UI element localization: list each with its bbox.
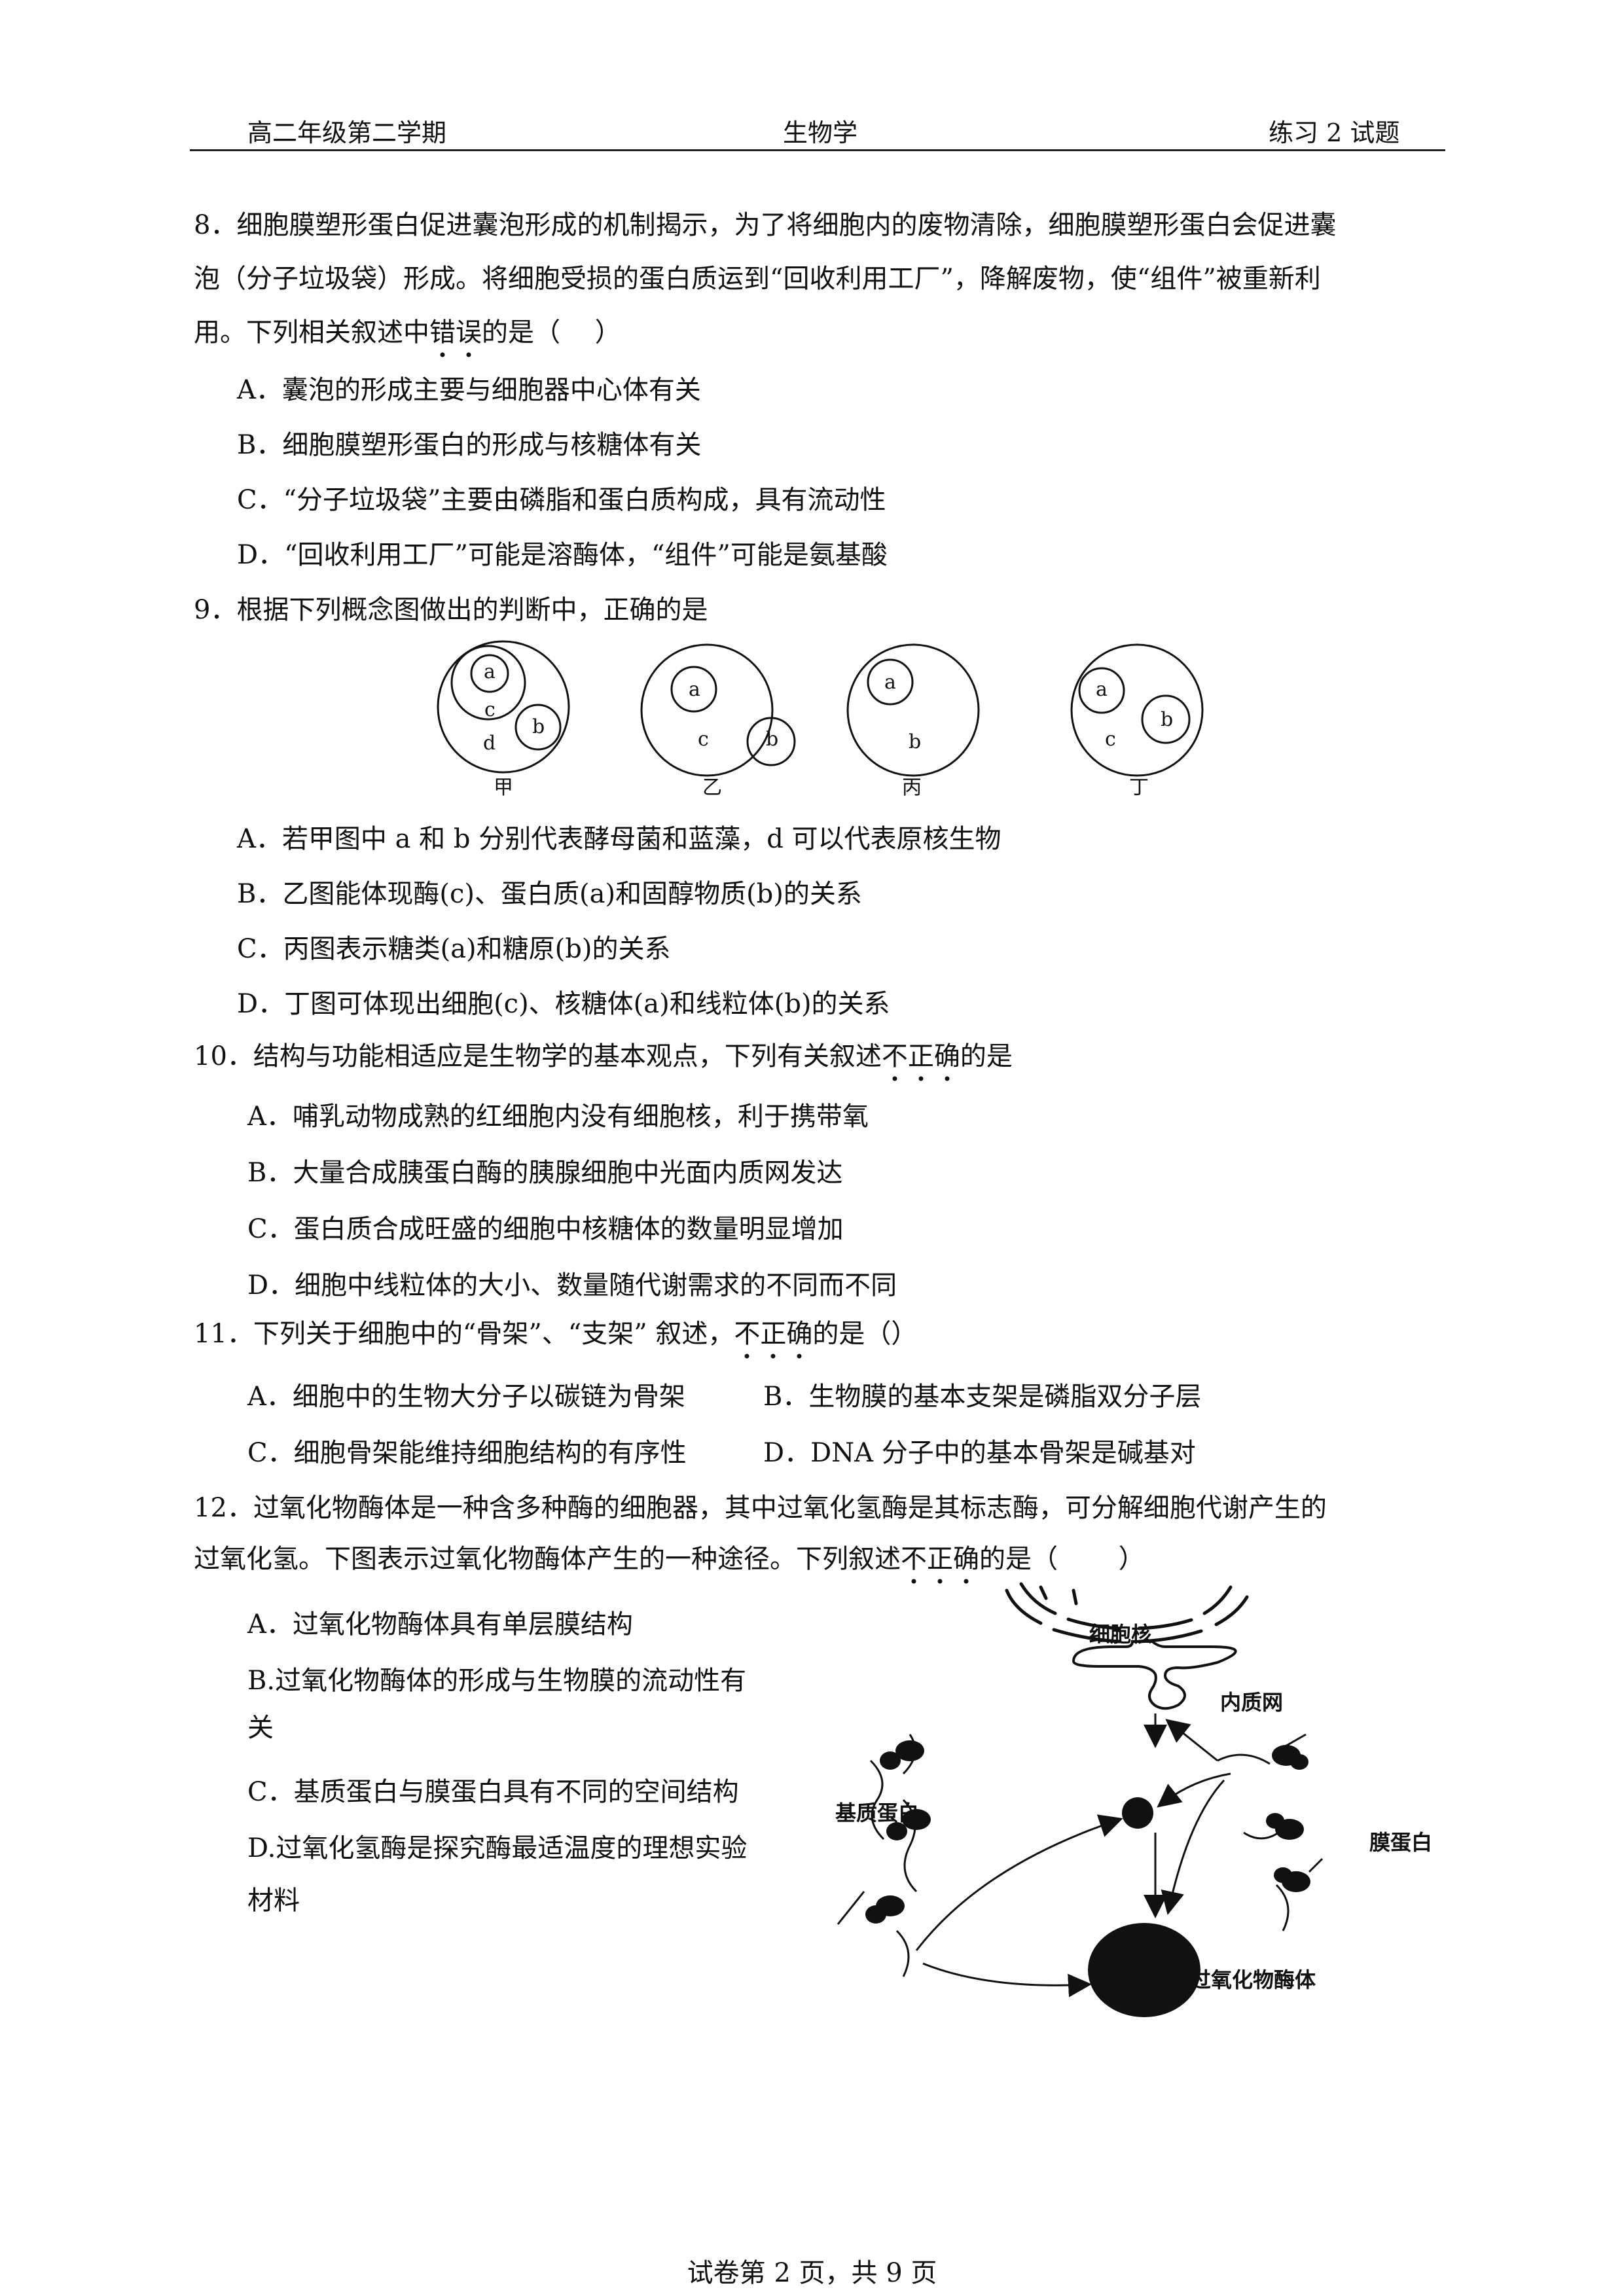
label-peroxisome: 过氧化物酶体 — [1190, 1967, 1316, 1992]
q12-line-1: 12．过氧化物酶体是一种含多种酶的细胞器，其中过氧化氢酶是其标志酶，可分解细胞代… — [194, 1493, 1327, 1523]
peroxisome-diagram — [837, 1582, 1324, 2017]
q8-line-3: 用。下列相关叙述中错误的是（ ） — [194, 315, 621, 357]
emphasis-dots — [440, 352, 471, 357]
fig-yi-label-a: a — [689, 678, 700, 701]
fig-ding-label-a: a — [1096, 678, 1108, 701]
q8-option-b: B．细胞膜塑形蛋白的形成与核糖体有关 — [237, 430, 702, 460]
fig-jia-label-c: c — [484, 698, 496, 721]
peroxisome-body — [1088, 1923, 1200, 2017]
q11-emphasis: 不正确 — [734, 1319, 812, 1359]
q8-option-c: C．“分子垃圾袋”主要由磷脂和蛋白质构成，具有流动性 — [237, 485, 886, 515]
q10-stem: 10．结构与功能相适应是生物学的基本观点，下列有关叙述不正确的是 — [194, 1039, 1013, 1081]
concept-figure-bing — [846, 643, 980, 777]
q11-option-a: A．细胞中的生物大分子以碳链为骨架 — [247, 1382, 685, 1412]
q12-option-a: A．过氧化物酶体具有单层膜结构 — [247, 1609, 633, 1640]
label-matrix-protein: 基质蛋白 — [835, 1801, 920, 1825]
fig-bing-label-a: a — [884, 671, 896, 694]
q8-option-a: A．囊泡的形成主要与细胞器中心体有关 — [237, 375, 701, 405]
q12-option-c: C．基质蛋白与膜蛋白具有不同的空间结构 — [247, 1777, 739, 1807]
fig-bing-label-b: b — [909, 730, 922, 753]
header-right: 练习 2 试题 — [1269, 118, 1400, 147]
q10-option-d: D．细胞中线粒体的大小、数量随代谢需求的不同而不同 — [247, 1270, 897, 1300]
emphasis-dots — [911, 1579, 969, 1584]
q10-option-b: B．大量合成胰蛋白酶的胰腺细胞中光面内质网发达 — [247, 1158, 843, 1188]
q12-option-d: D.过氧化氢酶是探究酶最适温度的理想实验 — [247, 1833, 748, 1863]
q8-emphasis: 错误 — [429, 317, 482, 357]
q9-option-c: C．丙图表示糖类(a)和糖原(b)的关系 — [237, 934, 671, 964]
emphasis-dots — [892, 1076, 950, 1081]
label-membrane-protein: 膜蛋白 — [1369, 1830, 1433, 1855]
label-er: 内质网 — [1220, 1690, 1284, 1715]
q12-option-b: B.过氧化物酶体的形成与生物膜的流动性有 — [247, 1666, 747, 1696]
q8-line-1: 8．细胞膜塑形蛋白促进囊泡形成的机制揭示，为了将细胞内的废物清除，细胞膜塑形蛋白… — [194, 210, 1337, 240]
small-vesicle — [1122, 1797, 1153, 1829]
membrane-protein-chains — [1217, 1733, 1324, 1931]
page-footer: 试卷第 2 页，共 9 页 — [687, 2258, 937, 2288]
fig-jia-label-d: d — [483, 732, 496, 755]
q9-option-d: D．丁图可体现出细胞(c)、核糖体(a)和线粒体(b)的关系 — [237, 989, 890, 1019]
fig-yi-caption: 乙 — [702, 776, 722, 799]
fig-yi-label-b: b — [766, 728, 779, 751]
concept-figure-ding — [1070, 643, 1204, 777]
q9-option-a: A．若甲图中 a 和 b 分别代表酵母菌和蓝藻，d 可以代表原核生物 — [237, 824, 1001, 854]
q12-line-2: 过氧化氢。下图表示过氧化物酶体产生的一种途径。下列叙述不正确的是（ ） — [194, 1542, 1145, 1584]
q8-option-d: D．“回收利用工厂”可能是溶酶体，“组件”可能是氨基酸 — [237, 540, 888, 570]
q11-option-d: D．DNA 分子中的基本骨架是碱基对 — [763, 1438, 1196, 1468]
fig-ding-label-c: c — [1105, 728, 1116, 751]
fig-ding-label-b: b — [1161, 708, 1174, 731]
q9-stem: 9．根据下列概念图做出的判断中，正确的是 — [194, 595, 708, 625]
fig-jia-label-b: b — [532, 715, 545, 738]
fig-jia-label-a: a — [484, 660, 496, 683]
q9-option-b: B．乙图能体现酶(c)、蛋白质(a)和固醇物质(b)的关系 — [237, 879, 862, 909]
header-left: 高二年级第二学期 — [247, 118, 447, 147]
q11-stem: 11．下列关于细胞中的“骨架”、“支架” 叙述，不正确的是（） — [194, 1317, 917, 1359]
q12-option-d-cont: 材料 — [247, 1886, 300, 1916]
q12-emphasis: 不正确 — [901, 1544, 979, 1584]
q10-option-a: A．哺乳动物成熟的红细胞内没有细胞核，利于携带氧 — [247, 1102, 869, 1132]
concept-figure-jia — [437, 640, 570, 774]
matrix-protein-chains — [837, 1734, 918, 1977]
q10-emphasis: 不正确 — [882, 1041, 960, 1081]
endoplasmic-reticulum — [1072, 1640, 1237, 1710]
q8-line-2: 泡（分子垃圾袋）形成。将细胞受损的蛋白质运到“回收利用工厂”，降解废物，使“组件… — [194, 264, 1321, 294]
q11-option-b: B．生物膜的基本支架是磷脂双分子层 — [763, 1382, 1202, 1412]
q10-option-c: C．蛋白质合成旺盛的细胞中核糖体的数量明显增加 — [247, 1214, 844, 1244]
fig-jia-caption: 甲 — [494, 776, 513, 799]
concept-figure-yi — [640, 643, 796, 777]
fig-bing-caption: 丙 — [902, 776, 922, 799]
header-rule — [190, 149, 1445, 151]
label-nucleus: 细胞核 — [1089, 1622, 1153, 1647]
fig-ding-caption: 丁 — [1129, 776, 1149, 799]
q11-option-c: C．细胞骨架能维持细胞结构的有序性 — [247, 1438, 687, 1468]
fig-yi-label-c: c — [698, 728, 709, 751]
q12-option-b-cont: 关 — [247, 1713, 274, 1743]
emphasis-dots — [744, 1354, 802, 1359]
header-center: 生物学 — [783, 118, 858, 147]
